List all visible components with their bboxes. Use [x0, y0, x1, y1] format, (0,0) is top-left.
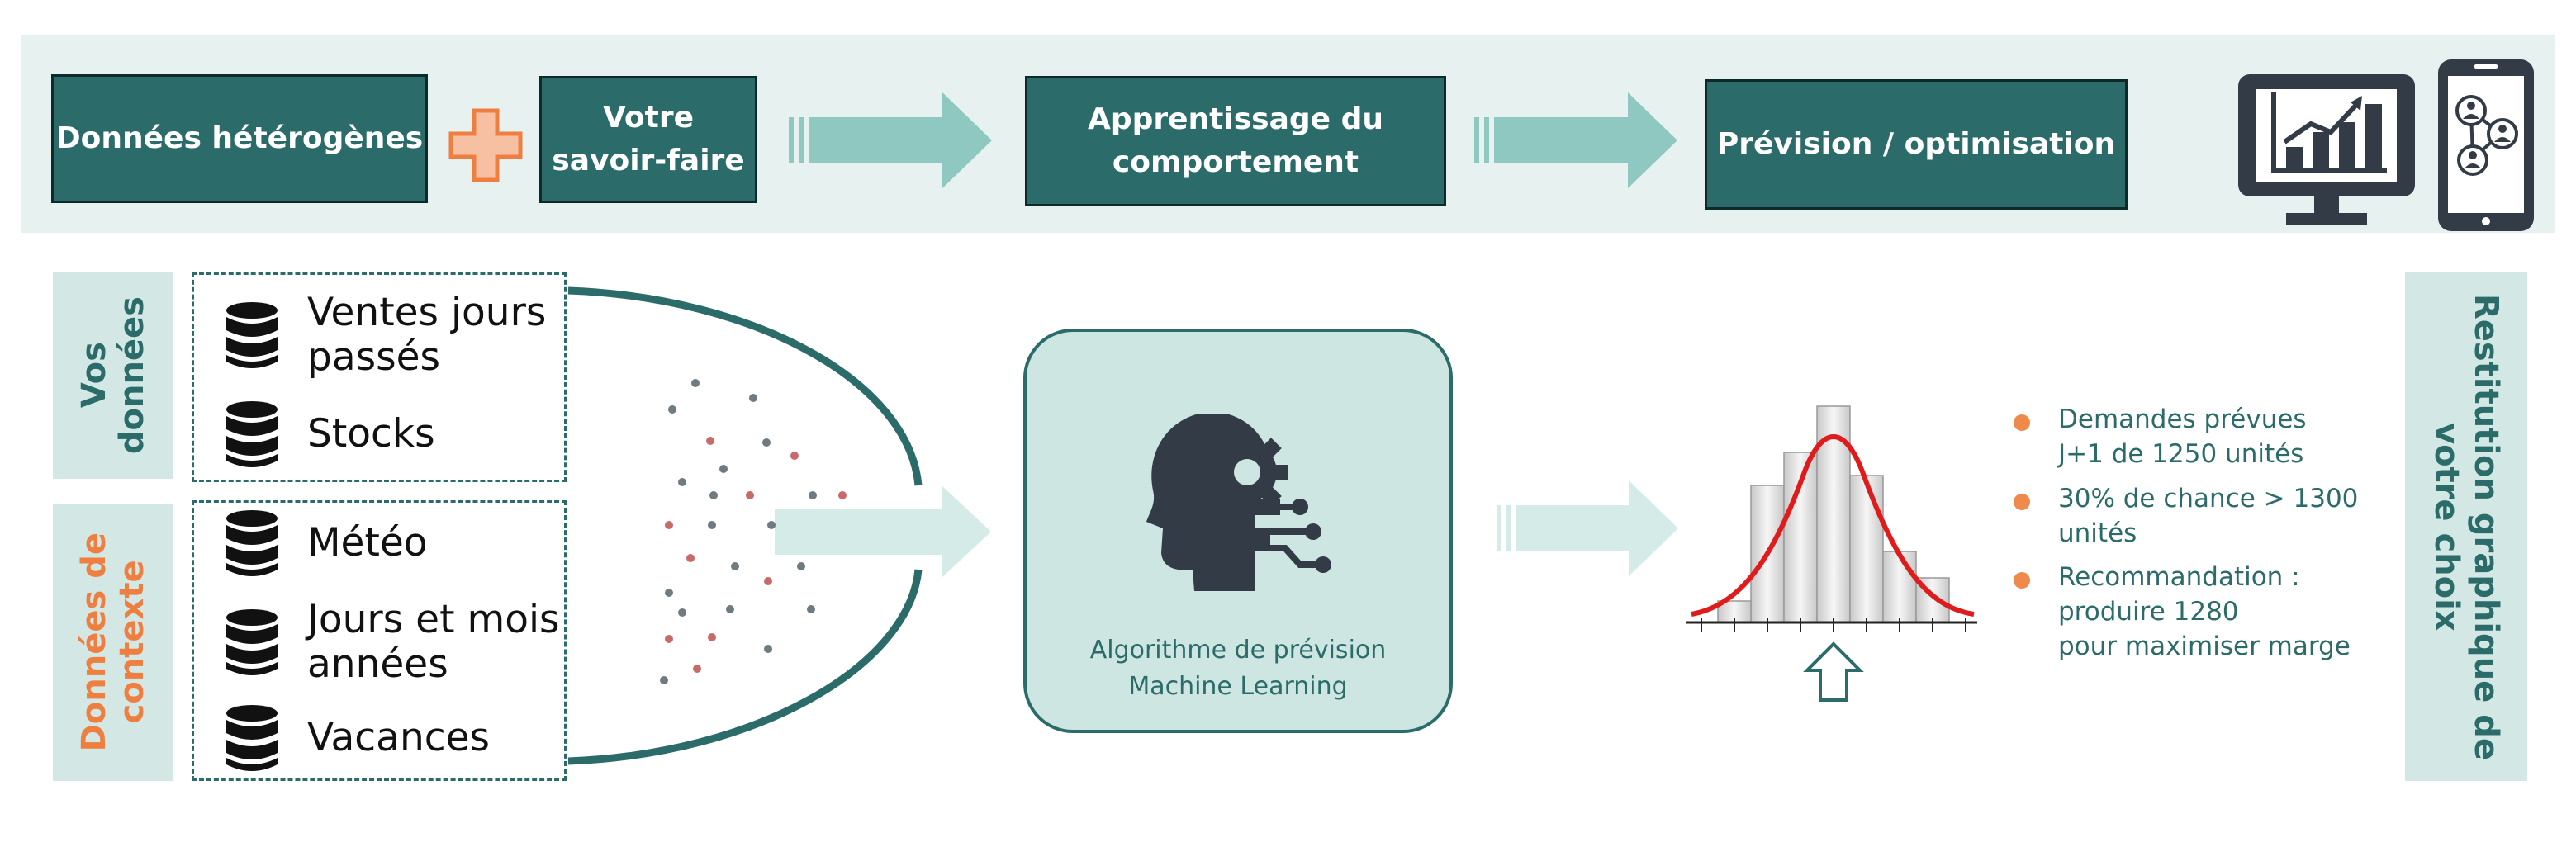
pipeline-box-savoir-faire: Votre savoir-faire — [539, 76, 757, 203]
output-arrow — [1497, 480, 1678, 576]
pipeline-box-prevision-label: Prévision / optimisation — [1716, 126, 2116, 161]
database-icon — [226, 302, 278, 369]
item-meteo-text: Météo — [307, 519, 428, 565]
pipeline-arrow-2 — [1474, 92, 1677, 188]
item-vacances-text: Vacances — [307, 714, 490, 760]
pipeline-box-savoir-faire-line2: savoir-faire — [552, 144, 745, 177]
restitution-line2: votre choix — [2427, 422, 2465, 632]
pipeline-box-donnees: Données hétérogènes — [51, 74, 428, 203]
pipeline-box-apprentissage-line2: comportement — [1112, 145, 1359, 179]
item-ventes-line2: passés — [307, 334, 441, 381]
vos-donnees-line1: Vos — [75, 342, 113, 409]
item-vacances: Vacances — [223, 703, 490, 773]
item-jours-line2: années — [307, 641, 448, 688]
up-arrow-icon — [1803, 641, 1864, 702]
item-stocks-text: Stocks — [307, 410, 435, 457]
database-icon — [226, 401, 278, 467]
contexte-line1: Données de — [75, 532, 113, 752]
database-icon — [226, 705, 278, 771]
pipeline-box-savoir-faire-line1: Votre — [602, 100, 694, 135]
result-probability-line1: 30% de chance > 1300 — [2058, 483, 2359, 513]
contexte-label: Données de contexte — [75, 532, 151, 751]
results-list: Demandes prévues J+1 de 1250 unités 30% … — [2007, 403, 2436, 674]
scatter-dots — [660, 379, 847, 684]
result-recommendation-line1: Recommandation : — [2058, 562, 2300, 593]
restitution-label: Restitution graphique de votre choix — [2427, 294, 2506, 760]
hist-bar — [1849, 475, 1884, 623]
result-probability-line2: unités — [2058, 518, 2137, 548]
monitor-chart-icon — [2238, 74, 2415, 225]
result-demand-line1: Demandes prévues — [2058, 405, 2307, 434]
algorithm-box — [1023, 329, 1453, 733]
item-jours-text: Jours et mois années — [307, 597, 560, 688]
plus-icon — [448, 108, 523, 182]
database-icon — [226, 609, 278, 676]
ai-head-gear-icon — [1146, 414, 1331, 591]
algorithm-line1: Algorithme de prévision — [1089, 636, 1387, 665]
result-bullet-demand: Demandes prévues J+1 de 1250 unités — [2007, 403, 2436, 472]
result-demand-line2: J+1 de 1250 unités — [2058, 438, 2304, 469]
item-jours: Jours et mois années — [223, 597, 560, 688]
smartphone-network-icon — [2438, 59, 2534, 231]
result-recommendation-line2: produire 1280 — [2058, 597, 2239, 627]
algorithm-label: Algorithme de prévision Machine Learning — [1027, 632, 1449, 704]
pipeline-box-apprentissage-line1: Apprentissage du — [1087, 102, 1383, 136]
item-ventes-text: Ventes jours passés — [307, 290, 547, 381]
pipeline-arrow-1 — [789, 92, 992, 188]
database-icon — [226, 510, 278, 576]
funnel-arrow — [775, 485, 991, 578]
vos-donnees-box — [192, 272, 567, 482]
contexte-line2: contexte — [113, 561, 151, 724]
restitution-line1: Restitution graphique de — [2467, 293, 2505, 760]
contexte-box — [192, 500, 567, 781]
vos-donnees-label: Vos données — [75, 296, 151, 454]
algorithm-line2: Machine Learning — [1128, 671, 1348, 701]
hist-ticks — [1701, 618, 1966, 632]
funnel-curve-top — [567, 286, 923, 486]
pipeline-box-prevision: Prévision / optimisation — [1705, 79, 2128, 210]
bullet-dot — [2014, 493, 2030, 510]
item-ventes-line1: Ventes jours — [307, 290, 547, 335]
item-stocks: Stocks — [223, 400, 435, 469]
data-funnel — [567, 286, 991, 765]
pipeline-box-donnees-label: Données hétérogènes — [55, 121, 424, 155]
funnel-curve-bottom — [567, 569, 923, 765]
result-recommendation-line3: pour maximiser marge — [2058, 632, 2351, 662]
hist-bar — [1882, 551, 1917, 623]
result-bullet-probability: 30% de chance > 1300 unités — [2007, 482, 2436, 551]
contexte-panel: Données de contexte — [53, 504, 173, 781]
bullet-dot — [2014, 572, 2030, 589]
item-ventes: Ventes jours passés — [223, 290, 547, 381]
result-bullet-recommendation: Recommandation : produire 1280 pour maxi… — [2007, 561, 2436, 665]
vos-donnees-line2: données — [113, 296, 151, 455]
item-jours-line1: Jours et mois — [307, 597, 560, 642]
normal-curve — [1691, 434, 1975, 617]
item-meteo: Météo — [223, 509, 428, 578]
pipeline-box-apprentissage: Apprentissage du comportement — [1025, 76, 1446, 206]
distribution-chart — [1686, 405, 1977, 702]
restitution-panel: Restitution graphique de votre choix — [2405, 272, 2527, 781]
bullet-dot — [2014, 414, 2030, 431]
vos-donnees-panel: Vos données — [53, 272, 173, 479]
